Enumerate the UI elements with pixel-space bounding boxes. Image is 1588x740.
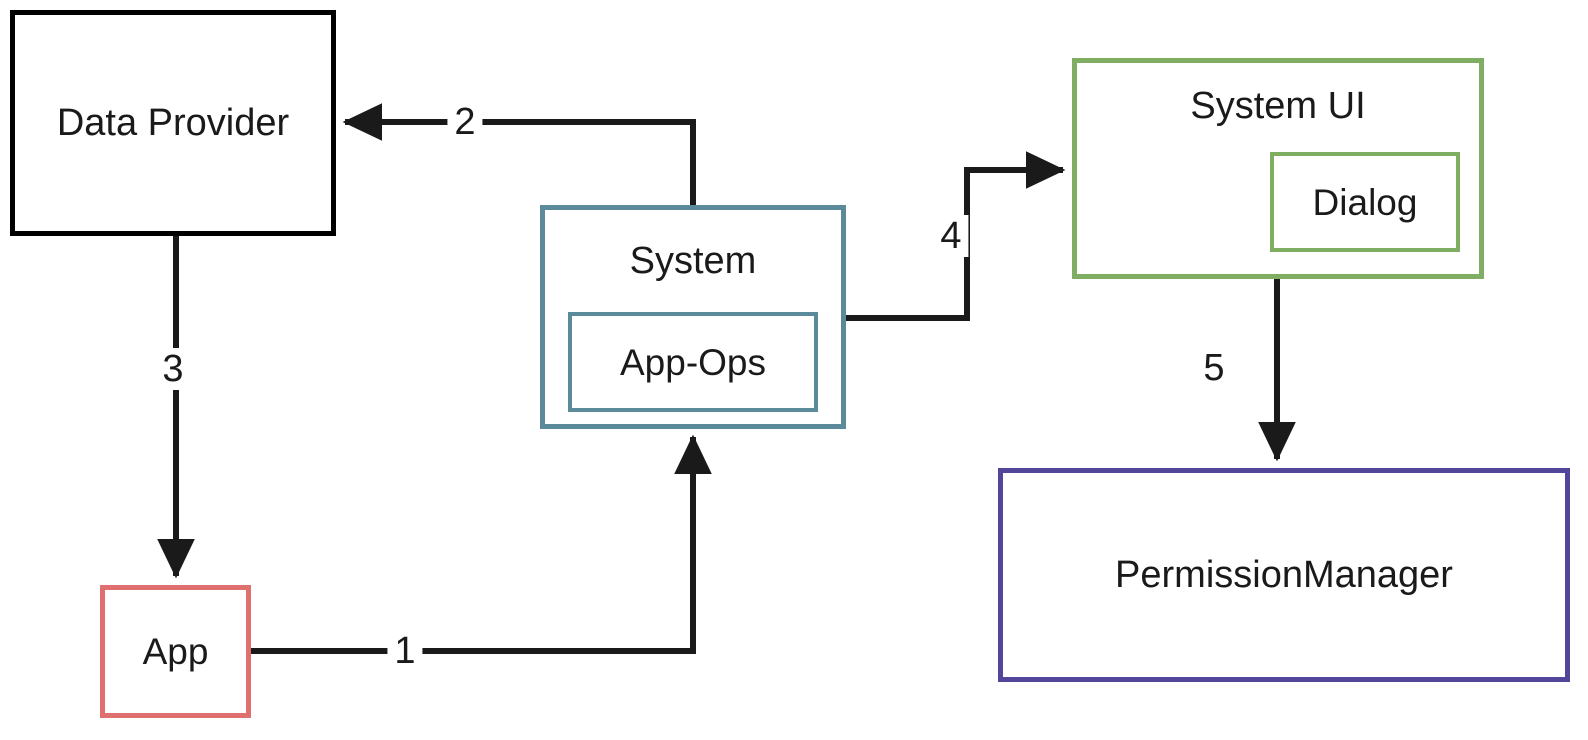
edge-label-3: 3: [155, 348, 191, 390]
node-permission-manager-label: PermissionManager: [1115, 554, 1453, 596]
node-app-ops[interactable]: App-Ops: [568, 312, 818, 412]
node-data-provider[interactable]: Data Provider: [10, 10, 336, 236]
node-dialog-label: Dialog: [1312, 181, 1418, 223]
node-app[interactable]: App: [100, 585, 251, 718]
node-app-ops-label: App-Ops: [619, 341, 766, 383]
node-system-ui-label: System UI: [1190, 85, 1366, 127]
node-app-label: App: [142, 631, 209, 672]
edge-label-5: 5: [1196, 347, 1232, 389]
edge-label-1: 1: [387, 630, 423, 672]
node-data-provider-label: Data Provider: [56, 102, 290, 144]
edge-1-path: [251, 434, 712, 654]
edge-2-path: [342, 103, 696, 205]
edge-label-4: 4: [933, 215, 969, 257]
node-dialog[interactable]: Dialog: [1270, 152, 1460, 252]
edge-label-2: 2: [447, 101, 483, 143]
node-system-label: System: [629, 240, 757, 282]
node-permission-manager[interactable]: PermissionManager: [998, 468, 1570, 682]
